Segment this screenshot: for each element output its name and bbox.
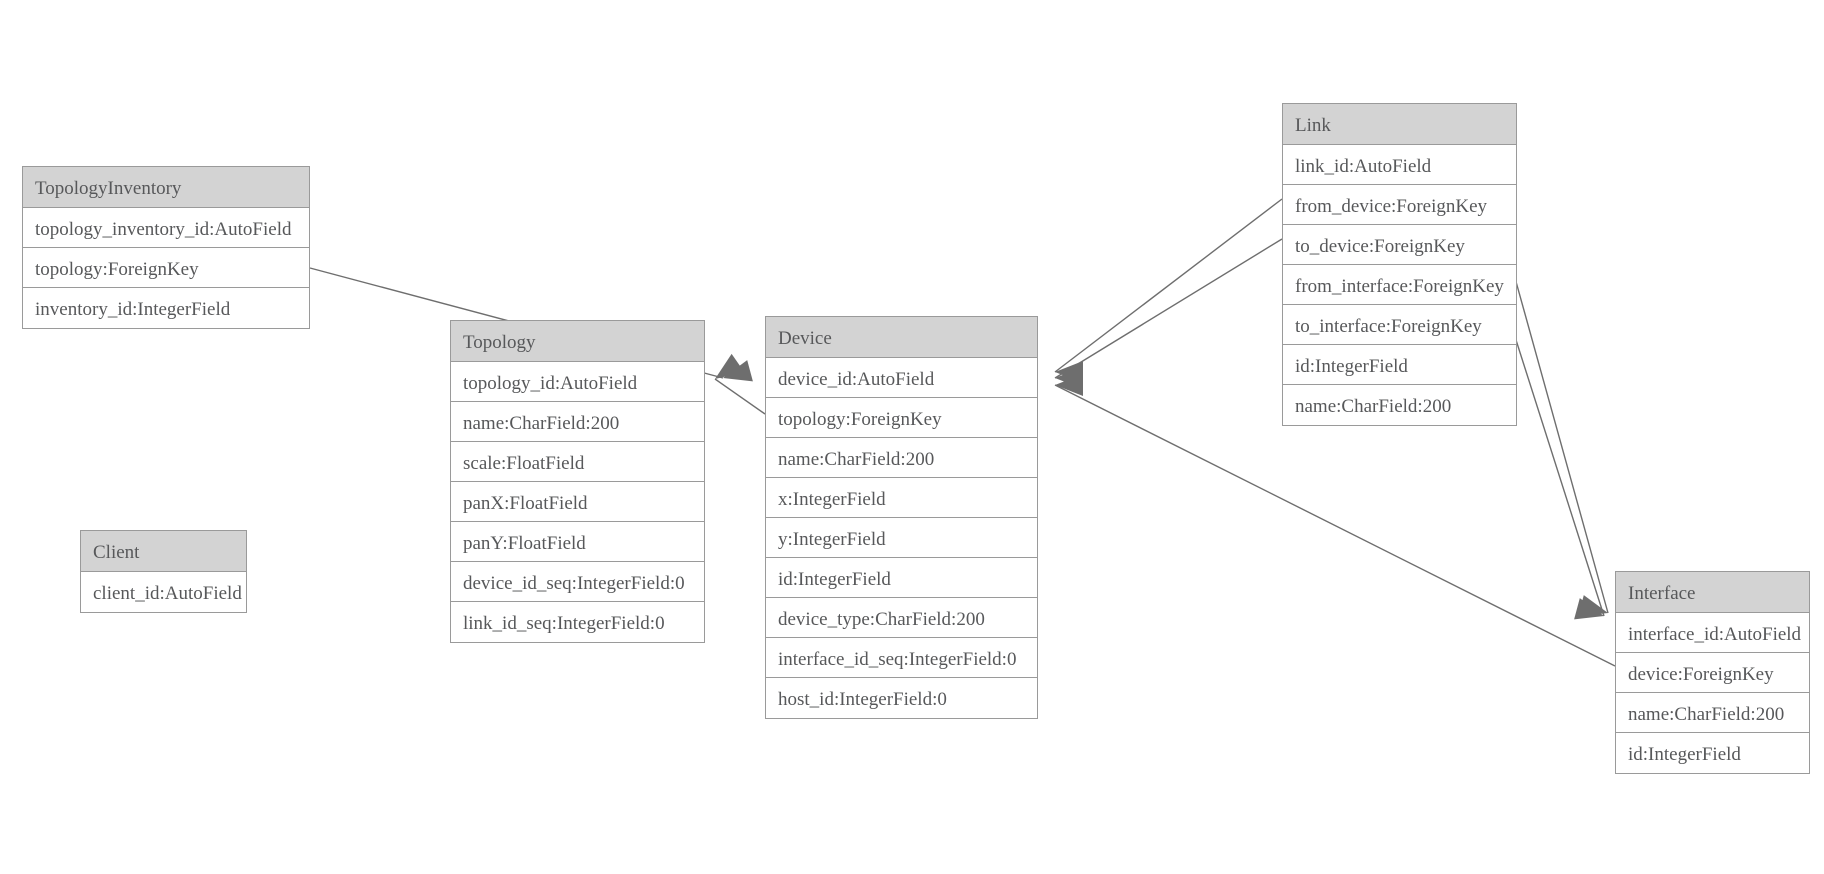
- edge-line: [1508, 317, 1605, 617]
- edge-arrowhead: [1055, 361, 1083, 383]
- edge-line: [1514, 277, 1609, 614]
- edge-arrowhead: [1574, 598, 1604, 620]
- entity-field-row[interactable]: interface_id_seq:IntegerField:0: [766, 638, 1037, 678]
- entity-field-row[interactable]: client_id:AutoField: [81, 572, 246, 612]
- entity-field-row[interactable]: id:IntegerField: [1616, 733, 1809, 773]
- entity-field-row[interactable]: y:IntegerField: [766, 518, 1037, 558]
- entity-field-row[interactable]: from_device:ForeignKey: [1283, 185, 1516, 225]
- entity-field-row[interactable]: panX:FloatField: [451, 482, 704, 522]
- entity-field-row[interactable]: id:IntegerField: [766, 558, 1037, 598]
- entity-title-topologyinventory: TopologyInventory: [23, 167, 309, 208]
- relationship-edge-link-to-device-to-device: [1054, 238, 1283, 389]
- edge-line: [1054, 384, 1616, 667]
- relationship-edge-link-from-device-to-device: [1054, 198, 1283, 383]
- entity-field-row[interactable]: scale:FloatField: [451, 442, 704, 482]
- entity-field-row[interactable]: id:IntegerField: [1283, 345, 1516, 385]
- edge-line: [1054, 198, 1283, 373]
- entity-title-interface: Interface: [1616, 572, 1809, 613]
- entity-field-row[interactable]: topology:ForeignKey: [766, 398, 1037, 438]
- entity-field-row[interactable]: inventory_id:IntegerField: [23, 288, 309, 328]
- edge-arrowhead: [1055, 367, 1083, 389]
- entity-field-row[interactable]: x:IntegerField: [766, 478, 1037, 518]
- entity-field-row[interactable]: link_id:AutoField: [1283, 145, 1516, 185]
- edge-line: [714, 378, 766, 415]
- entity-field-row[interactable]: link_id_seq:IntegerField:0: [451, 602, 704, 642]
- edge-arrowhead: [723, 360, 753, 382]
- entity-field-row[interactable]: topology_inventory_id:AutoField: [23, 208, 309, 248]
- entity-title-device: Device: [766, 317, 1037, 358]
- entity-field-row[interactable]: panY:FloatField: [451, 522, 704, 562]
- entity-field-row[interactable]: device_id:AutoField: [766, 358, 1037, 398]
- entity-title-link: Link: [1283, 104, 1516, 145]
- edge-line: [1054, 238, 1283, 379]
- edge-arrowhead: [1055, 374, 1083, 396]
- entity-field-row[interactable]: topology:ForeignKey: [23, 248, 309, 288]
- entity-field-row[interactable]: topology_id:AutoField: [451, 362, 704, 402]
- entity-field-row[interactable]: to_interface:ForeignKey: [1283, 305, 1516, 345]
- entity-field-row[interactable]: device:ForeignKey: [1616, 653, 1809, 693]
- relationship-edge-link-from-interface-to-interface: [1514, 277, 1609, 617]
- entity-field-row[interactable]: host_id:IntegerField:0: [766, 678, 1037, 718]
- entity-field-row[interactable]: to_device:ForeignKey: [1283, 225, 1516, 265]
- entity-field-row[interactable]: name:CharField:200: [1616, 693, 1809, 733]
- relationship-edge-link-to-interface-to-interface: [1508, 317, 1605, 620]
- edge-arrowhead: [715, 353, 745, 379]
- entity-field-row[interactable]: name:CharField:200: [451, 402, 704, 442]
- edge-arrowhead: [1578, 595, 1608, 617]
- relationship-edge-device-to-topology: [714, 353, 766, 415]
- entity-field-row[interactable]: device_type:CharField:200: [766, 598, 1037, 638]
- entity-field-row[interactable]: interface_id:AutoField: [1616, 613, 1809, 653]
- entity-title-client: Client: [81, 531, 246, 572]
- entity-field-row[interactable]: from_interface:ForeignKey: [1283, 265, 1516, 305]
- entity-field-row[interactable]: device_id_seq:IntegerField:0: [451, 562, 704, 602]
- entity-title-topology: Topology: [451, 321, 704, 362]
- entity-field-row[interactable]: name:CharField:200: [1283, 385, 1516, 425]
- entity-field-row[interactable]: name:CharField:200: [766, 438, 1037, 478]
